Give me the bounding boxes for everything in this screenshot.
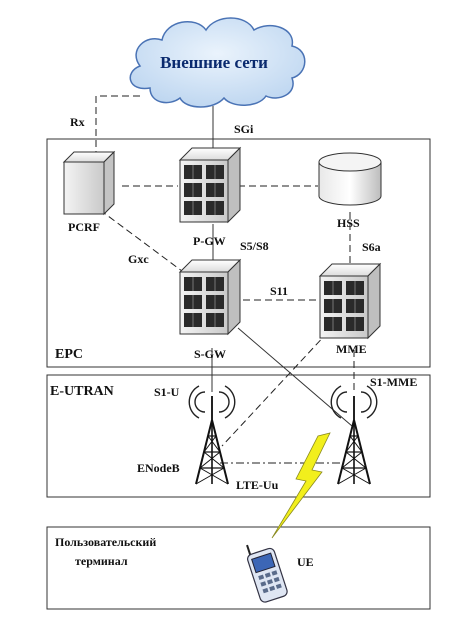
pcrf-label: PCRF bbox=[68, 220, 100, 234]
enodeb-left-tower-icon bbox=[188, 385, 236, 485]
lightning-icon bbox=[271, 432, 331, 539]
epc-label: EPC bbox=[55, 347, 83, 362]
sgw-server-icon bbox=[179, 259, 241, 335]
s11-label: S11 bbox=[270, 284, 288, 298]
pcrf-server-icon bbox=[62, 150, 116, 216]
mme-server-icon bbox=[319, 263, 381, 339]
rx-link bbox=[95, 95, 140, 155]
s6a-label: S6a bbox=[362, 240, 381, 254]
cloud-label: Внешние сети bbox=[160, 53, 268, 72]
ue-label: UE bbox=[297, 555, 314, 569]
epc-region bbox=[46, 138, 431, 368]
mobile-phone-icon bbox=[246, 544, 288, 603]
hss-database-icon bbox=[318, 152, 382, 206]
sgw-label: S-GW bbox=[194, 347, 226, 361]
eutran-label: E-UTRAN bbox=[50, 384, 114, 399]
s5s8-label: S5/S8 bbox=[240, 239, 269, 253]
pgw-server-icon bbox=[179, 147, 241, 223]
s1mme-label: S1-MME bbox=[370, 375, 417, 389]
mme-enb1-link bbox=[221, 331, 329, 447]
lteuu-label: LTE-Uu bbox=[236, 478, 279, 492]
rx-label: Rx bbox=[70, 115, 85, 129]
gxc-label: Gxc bbox=[128, 252, 149, 266]
hss-label: HSS bbox=[337, 216, 360, 230]
sgw-enb2-link bbox=[237, 327, 353, 427]
terminal-region bbox=[46, 526, 431, 610]
eutran-region bbox=[46, 374, 431, 498]
sgi-label: SGi bbox=[234, 122, 254, 136]
terminal-label-line1: Пользовательский bbox=[55, 535, 156, 549]
external-networks-cloud: Внешние сети bbox=[129, 17, 306, 108]
mme-label: MME bbox=[336, 342, 367, 356]
pgw-label: P-GW bbox=[193, 234, 226, 248]
enodeb-right-tower-icon bbox=[330, 385, 378, 485]
s1u-label: S1-U bbox=[154, 385, 180, 399]
gxc-link bbox=[99, 209, 187, 275]
enodeb-label: ENodeB bbox=[137, 461, 180, 475]
terminal-label-line2: терминал bbox=[75, 554, 128, 568]
